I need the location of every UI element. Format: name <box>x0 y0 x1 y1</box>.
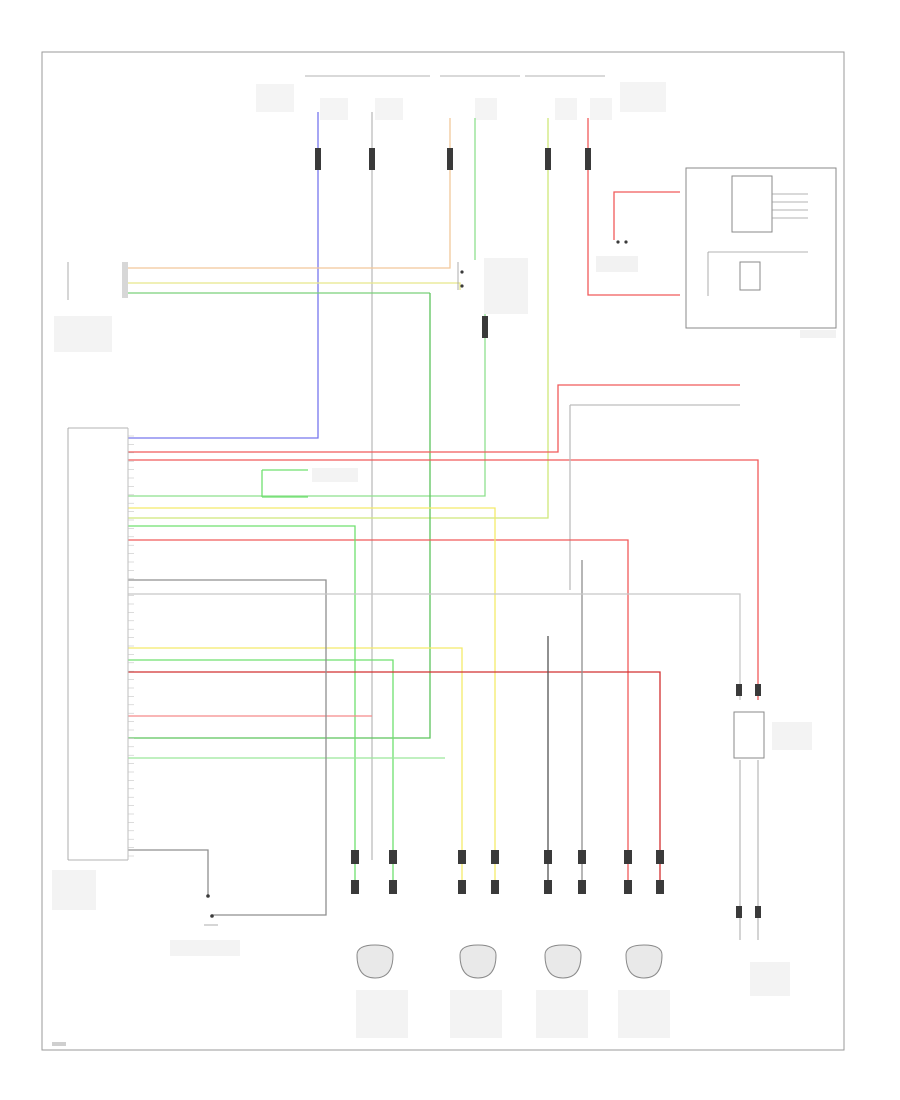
wire-yellow-3 <box>128 647 463 888</box>
combination-meter <box>685 167 837 338</box>
fuse-label-3 <box>475 98 497 120</box>
wire-orange-1 <box>128 118 451 269</box>
left-front-wheel-speed-sensor <box>618 850 670 1038</box>
right-front-wheel-speed-sensor <box>536 850 588 1038</box>
power-source-label <box>620 82 666 112</box>
wire-red-2 <box>128 384 740 453</box>
wire-darkred-lf <box>128 671 661 888</box>
wire-yellow-stop <box>128 282 461 290</box>
stop-light-switch <box>457 258 528 314</box>
abs-module-pins <box>128 435 134 857</box>
meter-indicator <box>739 261 761 291</box>
check-connector <box>733 684 812 996</box>
brake-fluid-level-switch <box>262 468 358 498</box>
wire-gray-switch <box>128 579 327 916</box>
wheel-speed-sensors <box>351 850 670 1038</box>
fuse-label-4 <box>555 98 577 120</box>
wire-red-3 <box>128 459 759 700</box>
wire-gray-dlc <box>128 593 741 700</box>
power-supply-header <box>256 75 666 120</box>
wire-red-rf <box>128 539 629 888</box>
traction-control-switch <box>170 894 240 956</box>
wire-yellow-2 <box>128 507 496 888</box>
abs-control-module <box>52 427 129 910</box>
combination-switch-connector <box>122 262 128 298</box>
combination-meter-box <box>685 167 837 329</box>
wire-green-lr <box>128 525 356 888</box>
fuse-label-2 <box>375 98 403 120</box>
wire-yellowgreen-1 <box>128 118 549 519</box>
combination-switch <box>54 262 128 352</box>
wire-green-brake <box>128 300 486 497</box>
wire-gray-switch-2 <box>128 849 209 895</box>
wire-green-lr-2 <box>128 659 394 888</box>
fuse-label-5 <box>590 98 612 120</box>
inline-connectors <box>315 148 591 338</box>
diagram-border <box>41 51 845 1051</box>
fuse-block-label-1 <box>256 84 294 112</box>
wire-red-relay <box>587 118 680 296</box>
wire-darkgreen-1 <box>128 293 431 739</box>
right-rear-wheel-speed-sensor <box>450 850 502 1038</box>
fuse-label-1 <box>320 98 348 120</box>
left-rear-wheel-speed-sensor <box>351 850 408 1038</box>
wire-red-relay-2 <box>613 191 680 240</box>
meter-inner-box <box>731 175 773 233</box>
figure-marker <box>52 1042 66 1046</box>
relay-contact <box>596 240 638 272</box>
abs-module-label <box>52 870 96 910</box>
check-connector-body <box>733 711 765 759</box>
wire-blue-1 <box>128 112 319 439</box>
wires <box>128 112 759 940</box>
